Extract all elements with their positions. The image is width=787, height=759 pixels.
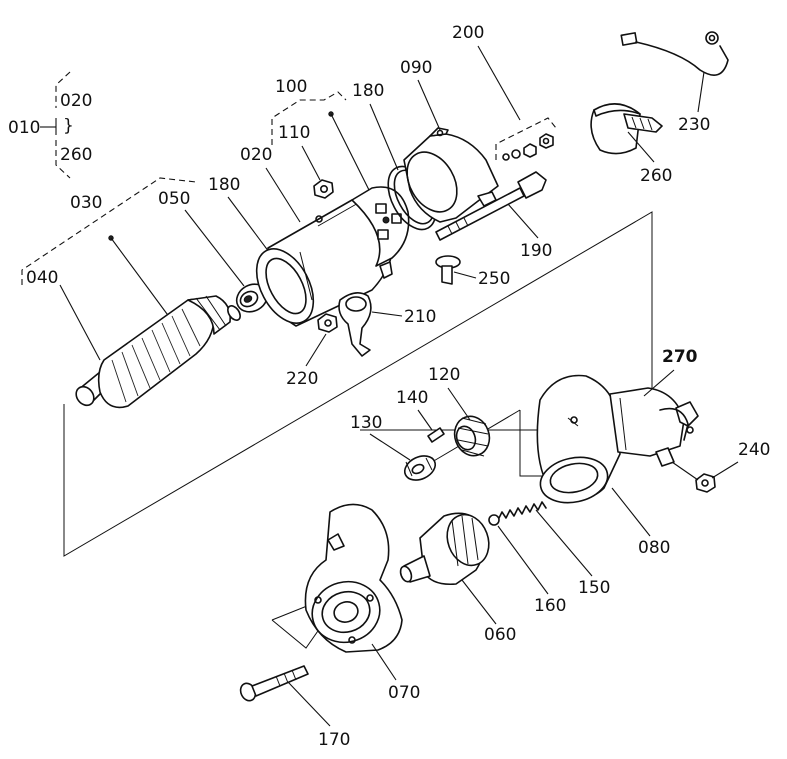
label-240: 240 [738,440,770,460]
bolt-170 [239,665,309,702]
solenoid-270-housing-080 [536,374,699,504]
lever-210 [338,292,372,357]
label-070: 070 [388,683,420,703]
label-080: 080 [638,538,670,558]
group-200-bracket [495,117,557,160]
label-120: 120 [428,365,460,385]
bearing-050 [235,283,269,313]
nut-220 [317,313,338,333]
label-130: 130 [350,413,382,433]
group-010-bracket [40,71,71,179]
label-010: 010 [8,118,40,138]
label-050: 050 [158,189,190,209]
through-bolt-190 [435,171,547,241]
label-100: 100 [275,77,307,97]
label-020-group: 020 [60,91,92,111]
group-100-bracket [271,91,347,145]
cover-260 [590,103,663,155]
rear-cover-090 [403,127,499,223]
retainer-130 [403,455,437,481]
label-020: 020 [240,145,272,165]
spring-150 [497,501,547,521]
label-250: 250 [478,269,510,289]
label-220: 220 [286,369,318,389]
nut-110 [313,179,334,199]
label-170: 170 [318,730,350,750]
screw-250 [435,255,461,285]
assembly-lines [63,211,653,649]
nut-240 [695,473,716,493]
armature-040 [75,295,241,409]
label-110: 110 [278,123,310,143]
pinion-clutch-060 [399,512,490,586]
label-060: 060 [484,625,516,645]
label-040: 040 [26,268,58,288]
label-030: 030 [70,193,102,213]
label-090: 090 [400,58,432,78]
label-210: 210 [404,307,436,327]
label-160: 160 [534,596,566,616]
washer-nut-set-200 [502,133,554,161]
label-230: 230 [678,115,710,135]
label-200: 200 [452,23,484,43]
label-270: 270 [662,347,698,367]
label-180-right: 180 [352,81,384,101]
ball-160 [488,514,500,526]
label-260-group: 260 [60,145,92,165]
pin-140 [427,427,445,443]
label-150: 150 [578,578,610,598]
label-260: 260 [640,166,672,186]
brace-symbol: } [63,116,74,136]
label-140: 140 [396,388,428,408]
label-190: 190 [520,241,552,261]
label-180-left: 180 [208,175,240,195]
front-housing-070 [304,503,403,653]
gear-120 [453,415,491,457]
lead-wire-230 [620,31,729,76]
